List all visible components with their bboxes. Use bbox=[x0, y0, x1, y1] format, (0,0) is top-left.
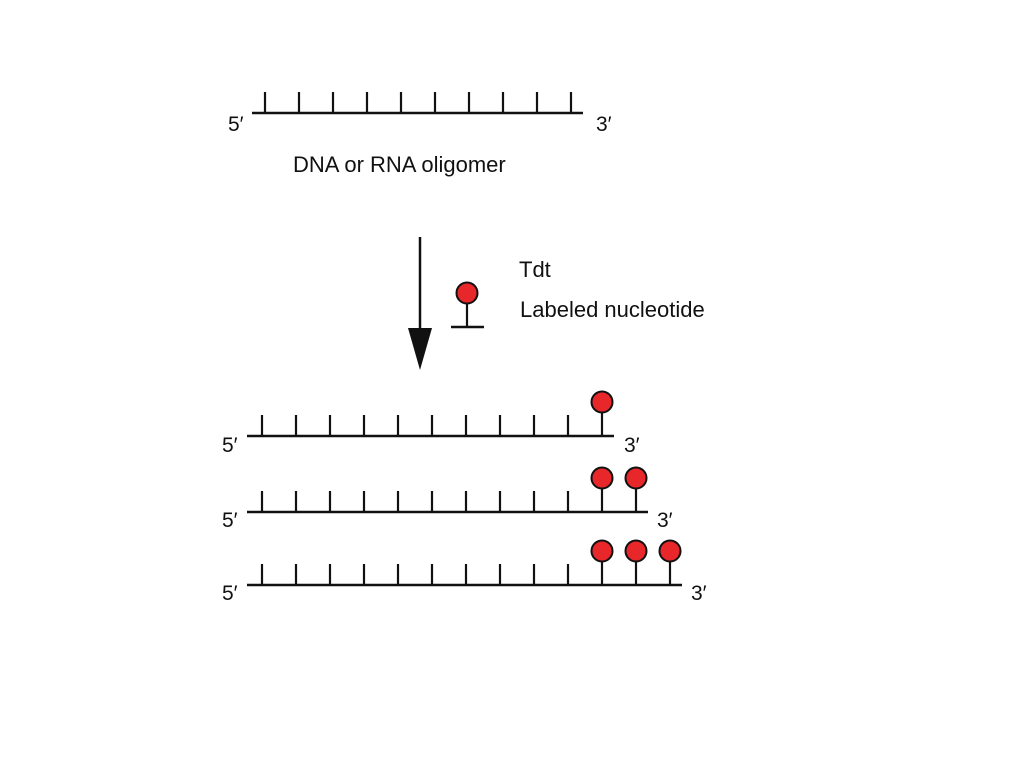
product-strand-2: 5′ 3′ bbox=[222, 466, 673, 532]
product-strand-1: 5′ 3′ bbox=[222, 390, 640, 457]
labeled-nucleotide-icon bbox=[451, 281, 484, 329]
labeled-nucleotide bbox=[624, 466, 648, 512]
oligomer-caption: DNA or RNA oligomer bbox=[293, 152, 506, 177]
labeled-nucleotide bbox=[590, 539, 614, 585]
fluorescent-label bbox=[590, 539, 614, 563]
reaction-arrow bbox=[408, 237, 432, 370]
labeled-nucleotide bbox=[590, 390, 614, 436]
labeled-nucleotide-label: Labeled nucleotide bbox=[520, 297, 705, 322]
three-prime-label: 3′ bbox=[624, 434, 640, 457]
fluorescent-label bbox=[658, 539, 682, 563]
fluorescent-label bbox=[590, 466, 614, 490]
fluorescent-label bbox=[624, 539, 648, 563]
product-strand-3: 5′ 3′ bbox=[222, 539, 707, 605]
five-prime-label: 5′ bbox=[228, 113, 244, 136]
enzyme-label: Tdt bbox=[519, 257, 551, 282]
labeled-nucleotide bbox=[658, 539, 682, 585]
oligomer-strand: 5′ 3′ bbox=[228, 92, 612, 136]
five-prime-label: 5′ bbox=[222, 509, 238, 532]
three-prime-label: 3′ bbox=[596, 113, 612, 136]
fluorescent-label bbox=[624, 466, 648, 490]
fluorescent-label bbox=[590, 390, 614, 414]
five-prime-label: 5′ bbox=[222, 582, 238, 605]
icon-label bbox=[455, 281, 479, 305]
three-prime-label: 3′ bbox=[691, 582, 707, 605]
three-prime-label: 3′ bbox=[657, 509, 673, 532]
five-prime-label: 5′ bbox=[222, 434, 238, 457]
labeled-nucleotide bbox=[590, 466, 614, 512]
labeled-nucleotide bbox=[624, 539, 648, 585]
